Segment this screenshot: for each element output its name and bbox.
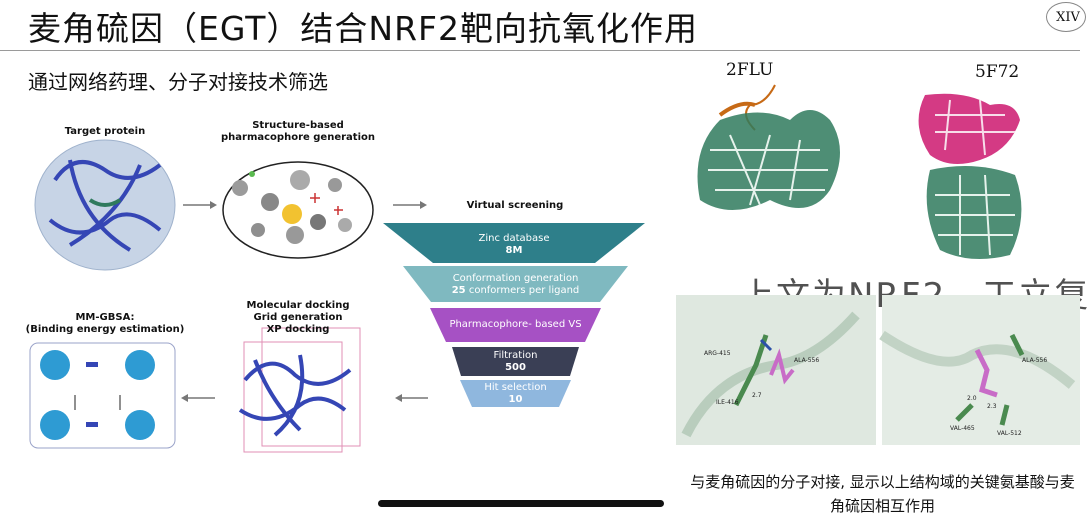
pharmacophore-label: Structure-based pharmacophore generation xyxy=(221,120,375,143)
funnel-label: Zinc database 8M xyxy=(433,233,595,257)
page-number-badge: XIV xyxy=(1046,2,1086,32)
docking-caption: 与麦角硫因的分子对接, 显示以上结构域的关键氨基酸与麦角硫因相互作用 xyxy=(690,473,1075,515)
distance-label: 2.7 xyxy=(752,392,762,399)
residue-label: ALA-556 xyxy=(1022,357,1048,364)
residue-label: ILE-416 xyxy=(716,399,739,406)
funnel-tier-conformation xyxy=(403,266,628,302)
filtration-value: 500 xyxy=(505,362,526,373)
residue-label: VAL-512 xyxy=(997,430,1022,437)
structure-5f72 xyxy=(918,93,1022,259)
zinc-database-value: 8M xyxy=(505,245,523,256)
title-divider xyxy=(0,50,1080,51)
filtration-label: Filtration xyxy=(493,350,538,361)
docking-label: Molecular docking Grid generation XP doc… xyxy=(246,300,350,335)
funnel-label: Hit selection 10 xyxy=(472,382,559,406)
arrow-head-icon xyxy=(181,394,188,402)
mmgbsa-image xyxy=(29,342,176,449)
funnel-label: Filtration 500 xyxy=(461,350,570,374)
virtual-screening-label: Virtual screening xyxy=(466,200,564,211)
zinc-database-label: Zinc database xyxy=(478,233,550,244)
docking-view-left: ARG-415 ALA-556 ILE-416 2.7 xyxy=(676,295,876,445)
structure-id-left: 2FLU xyxy=(726,60,774,80)
docking-image xyxy=(238,327,361,453)
residue-label: ARG-415 xyxy=(704,350,731,357)
slide-title: 麦角硫因（EGT）结合NRF2靶向抗氧化作用 xyxy=(28,9,698,48)
conformation-label: Conformation generation xyxy=(452,273,579,284)
docking-view-right: ALA-556 VAL-465 VAL-512 2.0 2.3 xyxy=(879,295,1080,445)
residue-label: ALA-556 xyxy=(794,357,820,364)
funnel-tier-hit xyxy=(460,380,571,407)
mmgbsa-label: MM-GBSA: (Binding energy estimation) xyxy=(25,312,185,335)
target-protein-image xyxy=(34,139,176,271)
workflow-graphics xyxy=(29,139,645,453)
distance-label: 2.3 xyxy=(987,403,997,410)
funnel-label: Conformation generation 25 conformers pe… xyxy=(431,273,600,297)
protein-structures-image xyxy=(697,84,1022,259)
workflow-figure: Target protein Structure-based pharmacop… xyxy=(0,110,680,455)
residue-label: VAL-465 xyxy=(950,425,975,432)
arrow-head-icon xyxy=(420,201,427,209)
home-indicator[interactable] xyxy=(378,500,664,507)
funnel-label: Pharmacophore- based VS xyxy=(449,319,582,330)
pharmacophore-image xyxy=(222,161,374,259)
funnel-tier-zinc xyxy=(383,223,645,263)
target-protein-label: Target protein xyxy=(64,126,146,137)
arrow-head-icon xyxy=(395,394,402,402)
funnel-tier-pharmacophore xyxy=(430,308,601,342)
distance-label: 2.0 xyxy=(967,395,977,402)
arrow-head-icon xyxy=(210,201,217,209)
structure-id-right: 5F72 xyxy=(975,62,1020,82)
slide-subtitle: 通过网络药理、分子对接技术筛选 xyxy=(28,70,328,94)
conformation-unit: conformers per ligand xyxy=(468,285,580,296)
hit-selection-value: 10 xyxy=(508,394,523,405)
structure-2flu xyxy=(697,84,840,210)
docking-view-right-graphic xyxy=(879,330,1076,426)
funnel-tier-filtration xyxy=(452,347,579,376)
docking-view-left-graphic xyxy=(681,311,860,438)
hit-selection-label: Hit selection xyxy=(484,382,547,393)
virtual-screening-funnel xyxy=(383,223,645,407)
conformation-count: 25 xyxy=(451,285,466,296)
